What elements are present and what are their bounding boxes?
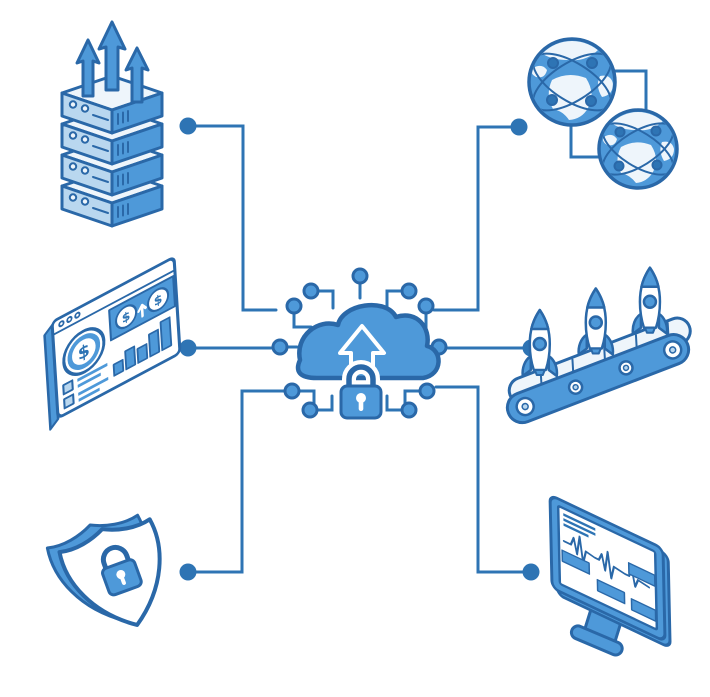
circuit-node [301,401,319,419]
window-control-dots [58,311,81,328]
screen-text-lines [563,513,596,538]
connector-servers [186,124,278,312]
circuit-node [283,382,301,400]
conveyor-belt [505,333,691,425]
circuit-node [400,282,418,300]
server-stack-up-arrows-icon [60,20,164,228]
globe-link-line [569,122,604,159]
circuit-node [302,282,320,300]
dollar-symbol: $ [122,309,131,328]
circuit-node [418,382,436,400]
connector-shield [186,389,286,574]
bar-chart-icon [112,316,173,377]
window-side-edge [43,323,60,431]
up-arrow-icon [137,303,147,318]
circuit-node [400,401,418,419]
shield-padlock-icon [45,513,162,627]
connector-dot [179,117,197,135]
growth-arrows-icon [75,20,150,104]
rocket-conveyor-icon [505,266,692,425]
big-coin-icon: $ [62,327,106,376]
monitor-screen [556,505,659,631]
circuit-node [417,297,435,315]
shield-lock-icon [100,545,143,597]
globe-icon [527,37,617,127]
padlock-icon [337,360,385,422]
coins-panel: $ $ [108,275,177,342]
connector-dot [179,339,197,357]
list-items [62,362,109,410]
connected-globes-icon [527,37,679,190]
monitor-heartbeat-icon [548,495,672,657]
finance-dashboard-icon: $ $ $ [43,257,182,431]
dollar-symbol: $ [154,292,163,311]
secure-cloud-upload-lock-icon [271,267,448,422]
connector-monitor [434,385,533,574]
circuit-node [351,267,369,285]
connector-dot [522,563,540,581]
circuit-node [285,297,303,315]
connector-dot [179,563,197,581]
rocket-icon [577,287,615,356]
rocket-icon [631,266,669,335]
screen-blocks [561,549,657,623]
circuit-node [271,338,289,356]
circuit-nodes [271,267,448,419]
conveyor-rollers [515,340,683,417]
globe-icon [597,108,679,190]
globe-link-line [612,69,648,114]
connector-dot [510,118,528,136]
dollar-symbol: $ [77,339,90,365]
connector-globes [432,125,521,312]
